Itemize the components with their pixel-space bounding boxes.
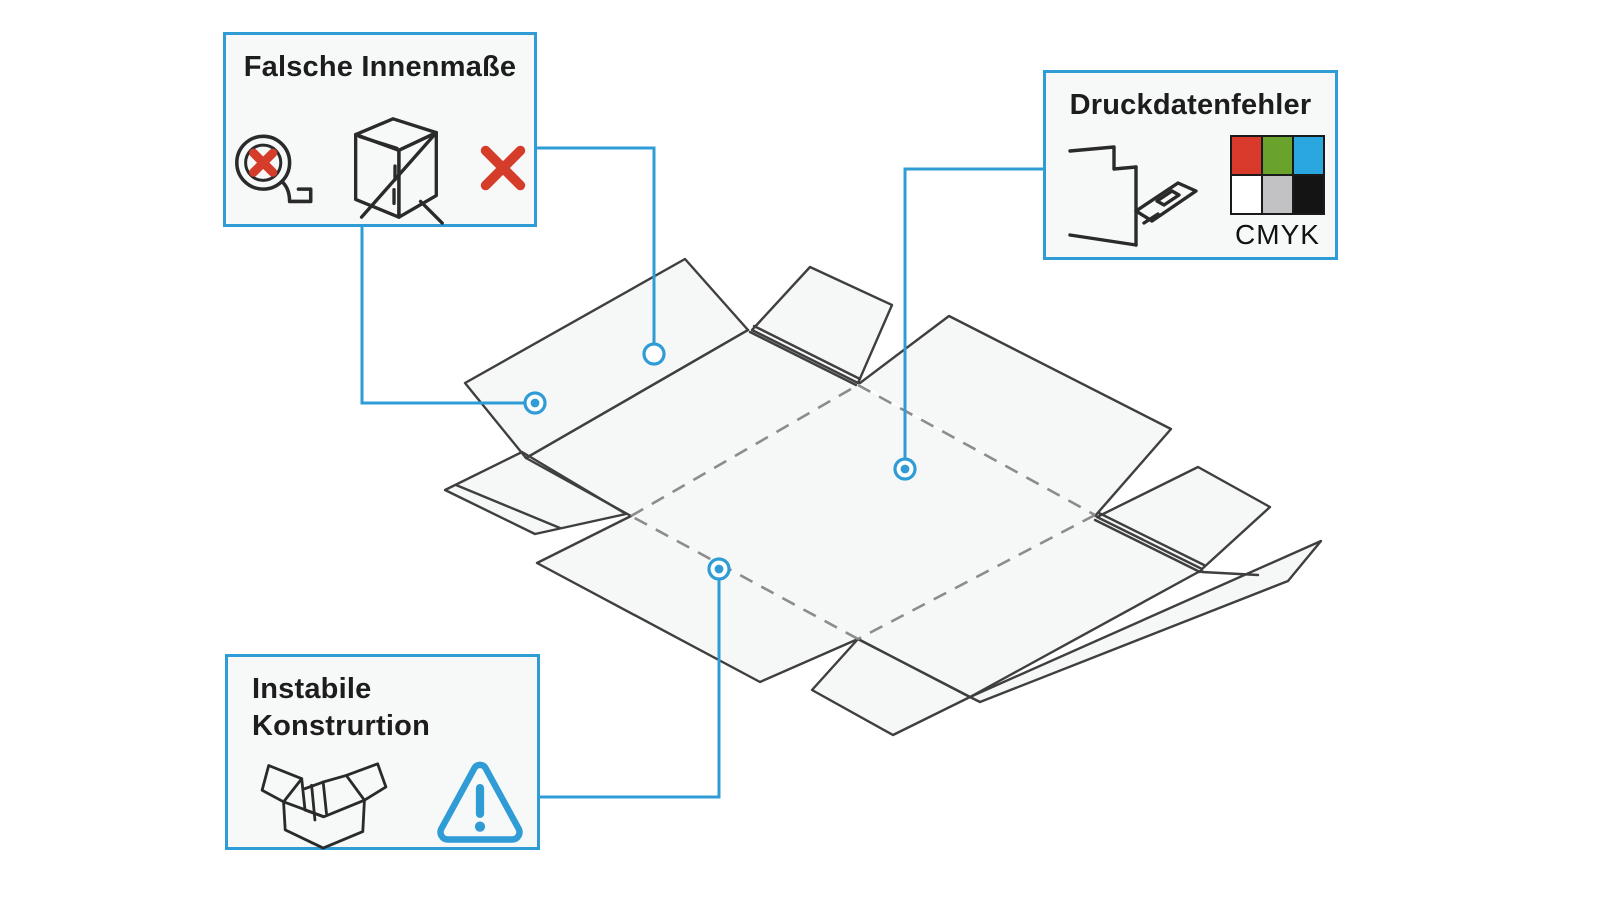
cmyk-swatch-blue — [1294, 137, 1323, 174]
dieline-fold-lines — [630, 383, 1096, 641]
open-carton-icon — [1068, 145, 1198, 247]
callout-title: Instabile Konstrurtion — [252, 673, 430, 743]
cmyk-swatch-black — [1294, 176, 1323, 213]
cmyk-label: CMYK — [1235, 219, 1320, 250]
cmyk-swatch-gray — [1263, 176, 1292, 213]
crossed-box-icon — [353, 117, 444, 225]
callout-icon-row: CMYK — [1046, 129, 1335, 259]
connector-innenmasse-side — [360, 227, 524, 405]
cmyk-swatch-block: CMYK — [1230, 135, 1325, 251]
connector-innenmasse-top — [537, 146, 656, 344]
dieline-seam-lines — [748, 324, 1206, 574]
red-x-icon — [480, 145, 526, 191]
callout-connectors — [360, 146, 1043, 799]
callout-druckdatenfehler: Druckdatenfehler CMYK — [1043, 70, 1338, 260]
anchor-hollow-circle — [642, 342, 666, 366]
dieline-panel-fills — [445, 259, 1321, 735]
tape-measure-icon — [235, 134, 313, 204]
callout-title: Druckdatenfehler — [1069, 89, 1312, 121]
callout-falsche-innenmasse: Falsche Innenmaße — [223, 32, 537, 227]
cmyk-swatch-red — [1232, 137, 1261, 174]
warning-triangle-icon — [436, 761, 523, 843]
cmyk-swatch-grid — [1230, 135, 1325, 215]
open-box-icon — [260, 762, 387, 850]
dieline-cut-lines — [443, 257, 1323, 737]
cmyk-swatch-green — [1263, 137, 1292, 174]
connector-instabile — [540, 580, 721, 799]
callout-title: Falsche Innenmaße — [243, 51, 517, 83]
cmyk-swatch-white — [1232, 176, 1261, 213]
callout-instabile-konstruktion: Instabile Konstrurtion — [225, 654, 540, 850]
connector-druckdaten — [903, 167, 1043, 458]
callout-icon-row — [226, 113, 534, 225]
callout-icon-row — [228, 749, 537, 853]
